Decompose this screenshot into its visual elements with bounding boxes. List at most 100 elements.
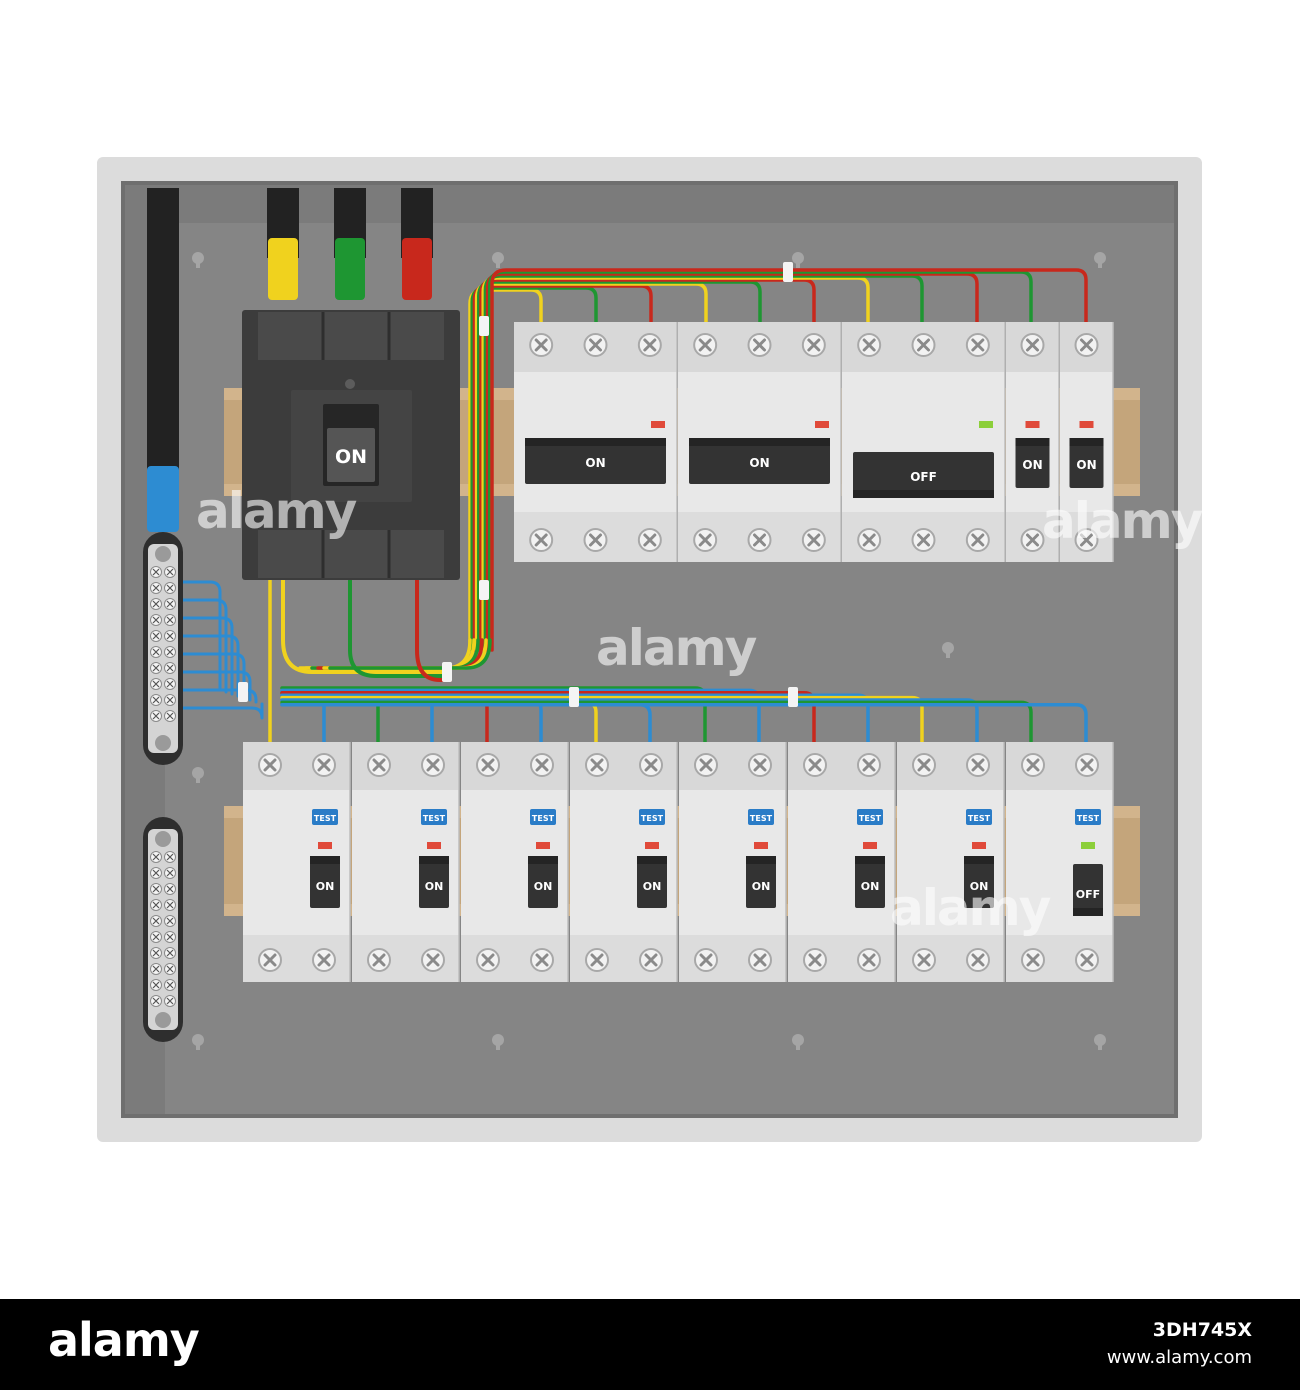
breaker-handle[interactable]: ON bbox=[689, 438, 830, 484]
test-button[interactable]: TEST bbox=[1075, 809, 1101, 825]
terminal-screw-icon bbox=[367, 753, 391, 777]
breaker-handle[interactable]: ON bbox=[855, 856, 885, 908]
footer-info: 3DH745X www.alamy.com bbox=[1107, 1317, 1252, 1371]
wire bbox=[176, 702, 264, 720]
breaker-state-label: ON bbox=[861, 880, 880, 893]
terminal-screw-icon bbox=[1021, 753, 1045, 777]
breaker-state-label: ON bbox=[316, 880, 335, 893]
terminal-screw-icon bbox=[912, 948, 936, 972]
watermark-text: alamy bbox=[890, 879, 1051, 937]
wire bbox=[348, 578, 452, 678]
terminal-screw-icon bbox=[639, 948, 663, 972]
wire bbox=[176, 652, 246, 700]
mounting-hole-icon bbox=[792, 252, 804, 268]
mounting-hole-icon bbox=[192, 252, 204, 268]
main-breaker-screw bbox=[345, 379, 355, 389]
watermark-text: alamy bbox=[1042, 492, 1203, 550]
mounting-hole-icon bbox=[192, 767, 204, 783]
terminal-screw-icon bbox=[1021, 948, 1045, 972]
status-indicator bbox=[1081, 842, 1095, 849]
footer-image-id: 3DH745X bbox=[1152, 1319, 1252, 1341]
breaker-handle[interactable]: ON bbox=[528, 856, 558, 908]
incoming-cable bbox=[147, 188, 179, 488]
wire bbox=[176, 580, 222, 692]
mounting-hole-icon bbox=[1094, 1034, 1106, 1050]
breaker-state-label: ON bbox=[1076, 458, 1096, 472]
terminal-screw-icon bbox=[1074, 528, 1099, 552]
wire bbox=[176, 616, 234, 696]
test-button[interactable]: TEST bbox=[312, 809, 338, 825]
terminal-screw-icon bbox=[1075, 948, 1099, 972]
rcbo-module: TEST ON bbox=[897, 742, 1005, 982]
breaker-handle[interactable]: OFF bbox=[853, 452, 994, 498]
terminal-screw-icon bbox=[367, 948, 391, 972]
mounting-hole-icon bbox=[792, 1034, 804, 1050]
breaker-handle[interactable]: ON bbox=[1015, 438, 1050, 488]
terminal-screw-icon bbox=[1074, 333, 1099, 357]
cable-tie bbox=[479, 580, 489, 600]
test-button[interactable]: TEST bbox=[530, 809, 556, 825]
terminal-screw-icon bbox=[583, 528, 608, 552]
mounting-hole-icon bbox=[192, 1034, 204, 1050]
test-button-label: TEST bbox=[532, 814, 555, 823]
terminal-busbar bbox=[143, 532, 183, 765]
main-breaker-bottom-terminals bbox=[258, 530, 444, 578]
terminal-screw-icon bbox=[911, 333, 936, 357]
rcbo-module: TEST ON bbox=[461, 742, 569, 982]
mounting-hole-icon bbox=[492, 1034, 504, 1050]
terminal-screw-icon bbox=[857, 333, 882, 357]
terminal-screw-icon bbox=[421, 948, 445, 972]
status-indicator bbox=[754, 842, 768, 849]
cable-tie bbox=[238, 682, 248, 702]
breaker-handle[interactable]: ON bbox=[746, 856, 776, 908]
terminal-screw-icon bbox=[857, 753, 881, 777]
breaker-handle[interactable]: ON bbox=[964, 856, 994, 908]
main-breaker-handle[interactable] bbox=[327, 428, 375, 482]
breaker-handle[interactable]: ON bbox=[637, 856, 667, 908]
test-button-label: TEST bbox=[314, 814, 337, 823]
status-indicator bbox=[863, 842, 877, 849]
terminal-screw-icon bbox=[801, 528, 826, 552]
test-button[interactable]: TEST bbox=[966, 809, 992, 825]
cable-sleeve bbox=[268, 238, 298, 300]
breaker-handle[interactable]: ON bbox=[1069, 438, 1104, 488]
terminal-screw-icon bbox=[312, 948, 336, 972]
terminal-screw-icon bbox=[694, 753, 718, 777]
test-button[interactable]: TEST bbox=[857, 809, 883, 825]
terminal-screw-icon bbox=[529, 528, 554, 552]
terminal-busbar bbox=[143, 817, 183, 1042]
breaker-state-label: ON bbox=[425, 880, 444, 893]
test-button[interactable]: TEST bbox=[421, 809, 447, 825]
status-indicator bbox=[651, 421, 665, 428]
watermarks: alamy alamy alamy alamy bbox=[196, 482, 1205, 937]
test-button-label: TEST bbox=[750, 814, 773, 823]
rcbo-module: TEST ON bbox=[679, 742, 787, 982]
breaker-state-label: OFF bbox=[910, 470, 937, 484]
terminal-screw-icon bbox=[1075, 753, 1099, 777]
cable-tie bbox=[783, 262, 793, 282]
terminal-screw-icon bbox=[637, 528, 662, 552]
terminal-screw-icon bbox=[585, 948, 609, 972]
test-button[interactable]: TEST bbox=[639, 809, 665, 825]
terminal-screw-icon bbox=[583, 333, 608, 357]
terminal-screw-icon bbox=[1020, 333, 1045, 357]
terminal-screw-icon bbox=[965, 528, 990, 552]
status-indicator bbox=[645, 842, 659, 849]
terminal-screw-icon bbox=[258, 948, 282, 972]
test-button-label: TEST bbox=[968, 814, 991, 823]
test-button[interactable]: TEST bbox=[748, 809, 774, 825]
status-indicator bbox=[318, 842, 332, 849]
breaker-handle[interactable]: ON bbox=[310, 856, 340, 908]
cable-tie bbox=[442, 662, 452, 682]
wire bbox=[176, 634, 240, 698]
cable-tie bbox=[788, 687, 798, 707]
wire bbox=[328, 638, 492, 670]
terminal-screw-icon bbox=[747, 333, 772, 357]
terminal-screw-icon bbox=[748, 948, 772, 972]
wire bbox=[176, 598, 228, 694]
breaker-handle[interactable]: ON bbox=[525, 438, 666, 484]
breaker-handle[interactable]: OFF bbox=[1073, 864, 1103, 916]
breaker-state-label: ON bbox=[970, 880, 989, 893]
breaker-handle[interactable]: ON bbox=[419, 856, 449, 908]
terminal-screw-icon bbox=[312, 753, 336, 777]
